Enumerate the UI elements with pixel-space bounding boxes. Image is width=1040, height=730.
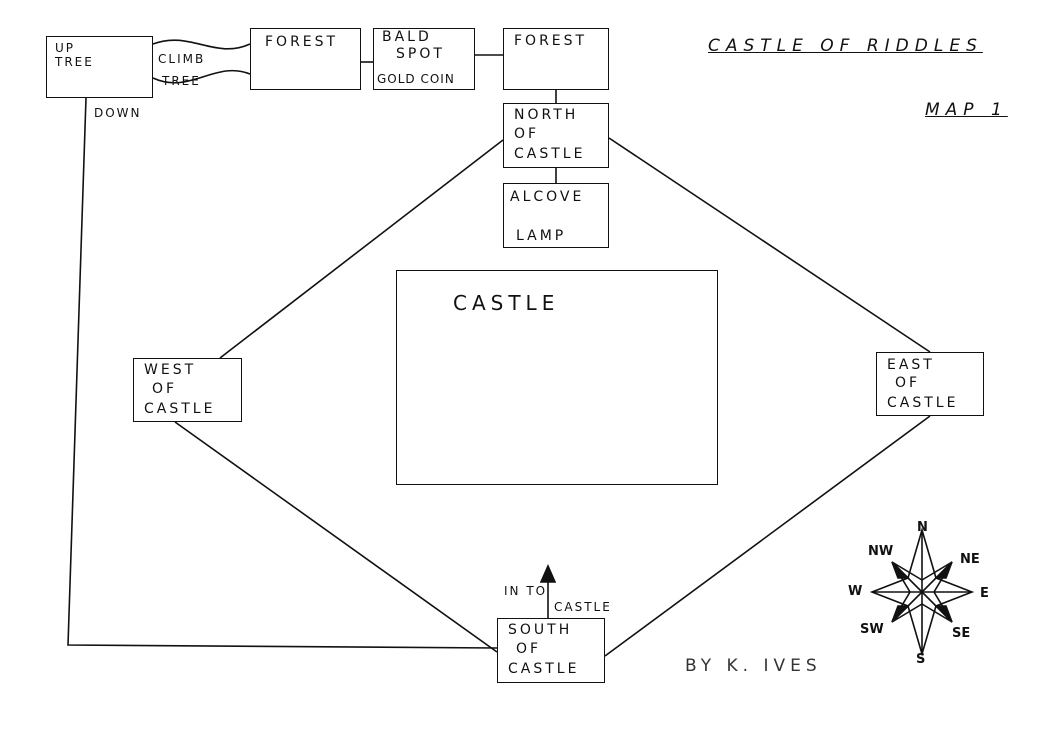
room-label: SOUTH [508, 622, 573, 638]
path-label-into-castle: CASTLE [554, 600, 612, 614]
room-label: EAST [887, 357, 935, 373]
room-label: WEST [144, 362, 197, 378]
room-castle: CASTLE [396, 270, 718, 485]
item-gold-coin: GOLD COIN [377, 72, 455, 86]
room-south-of-castle: SOUTH OF CASTLE [497, 618, 605, 683]
path-label-climb: CLIMB [158, 52, 206, 66]
room-label: ALCOVE [510, 189, 585, 205]
item-lamp: LAMP [516, 228, 567, 244]
path-north-east [608, 137, 931, 353]
path-label-tree: TREE [162, 74, 201, 88]
room-north-of-castle: NORTH OF CASTLE [503, 103, 609, 168]
room-label: CASTLE [508, 661, 580, 677]
room-west-of-castle: WEST OF CASTLE [133, 358, 242, 422]
room-label: CASTLE [453, 291, 560, 315]
compass-se: SE [952, 626, 971, 641]
room-label: FOREST [514, 33, 588, 49]
room-up-tree: UP TREE [46, 36, 153, 98]
room-forest-2: FOREST [503, 28, 609, 90]
room-label: CASTLE [514, 146, 586, 162]
room-label: SPOT [396, 46, 445, 62]
room-label: CASTLE [887, 395, 959, 411]
room-label: BALD [382, 29, 432, 45]
path-south-east [604, 415, 931, 657]
room-label: OF [152, 381, 178, 397]
path-climb-bottom [152, 69, 251, 84]
room-bald-spot: BALD SPOT GOLD COIN [373, 28, 475, 90]
room-label: NORTH [514, 107, 579, 123]
map-title: CASTLE OF RIDDLES [708, 36, 983, 56]
room-alcove: ALCOVE LAMP [503, 183, 609, 248]
path-label-down: DOWN [94, 106, 142, 120]
path-label-into: IN TO [504, 584, 548, 598]
path-west-south [174, 421, 498, 653]
compass-nw: NW [868, 544, 894, 559]
path-down [67, 97, 498, 649]
compass-sw: SW [860, 622, 884, 637]
compass-ne: NE [960, 552, 980, 567]
author-credit: BY K. IVES [685, 656, 822, 676]
room-label: UP [55, 41, 76, 55]
room-label: OF [895, 375, 921, 391]
map-subtitle: MAP 1 [925, 100, 1008, 120]
room-label: CASTLE [144, 401, 216, 417]
compass-s: S [916, 652, 926, 667]
room-label: OF [516, 641, 542, 657]
room-label: TREE [55, 55, 94, 69]
room-label: OF [514, 126, 540, 142]
compass-e: E [980, 586, 989, 601]
compass-rose-icon [869, 527, 975, 657]
room-east-of-castle: EAST OF CASTLE [876, 352, 984, 416]
path-climb-top [152, 39, 251, 50]
path-west-north [219, 139, 504, 359]
arrow-up-icon [539, 564, 557, 583]
compass-n: N [917, 520, 928, 535]
room-label: FOREST [265, 34, 339, 50]
room-forest-1: FOREST [250, 28, 361, 90]
compass-w: W [848, 584, 863, 599]
